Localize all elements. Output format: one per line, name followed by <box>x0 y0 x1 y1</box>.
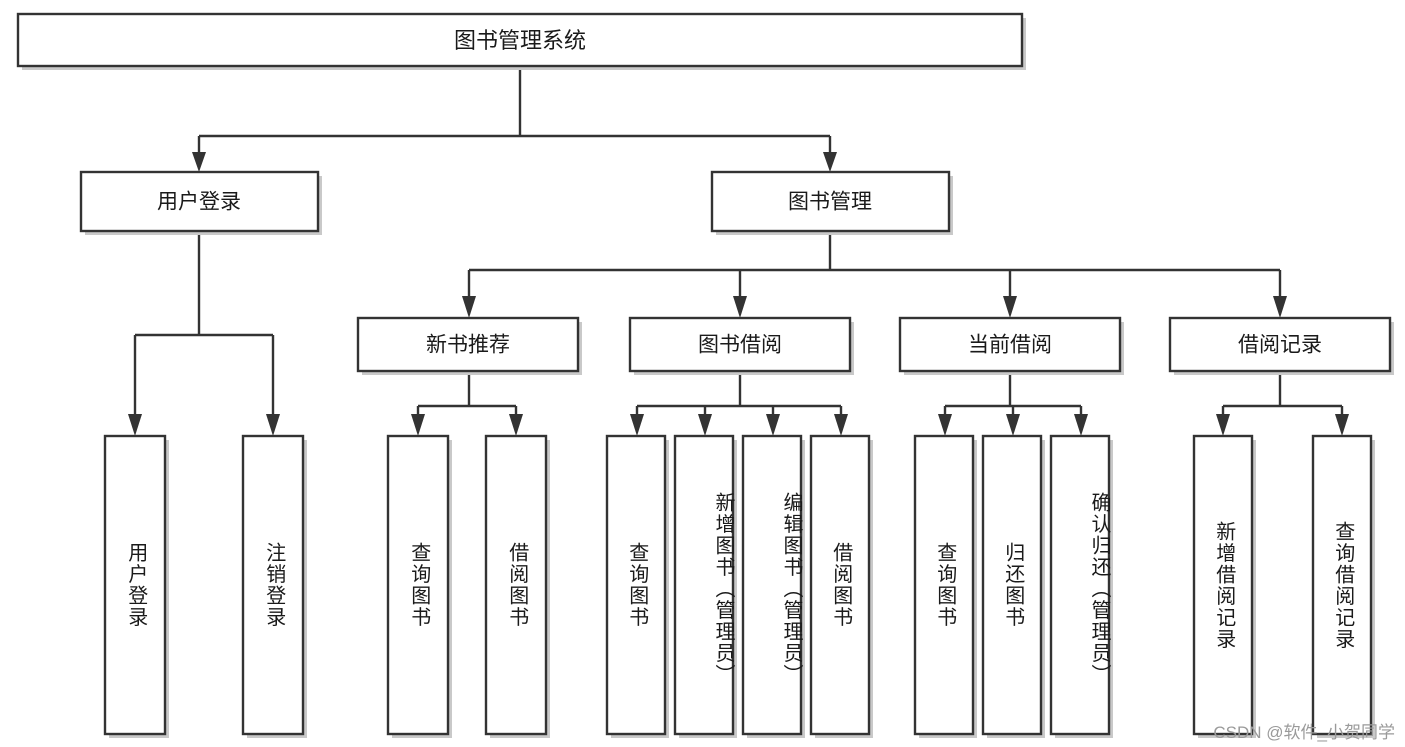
arrow-to-current-borrow <box>1003 296 1017 318</box>
node-layer: 图书管理系统 用户登录 图书管理 新书推荐 图书借阅 当前借阅 借阅记录 <box>16 12 1394 738</box>
arrow-to-user-login <box>192 152 206 172</box>
arrow-to-borrow-records <box>1273 296 1287 318</box>
watermark-text: CSDN @软件_小贺同学 <box>1213 723 1395 742</box>
arrow-leaf-borrow-query <box>630 414 644 436</box>
leaf-node-borrow-add[interactable] <box>673 434 735 736</box>
leaf-node-user-login[interactable] <box>103 434 167 736</box>
leaf-node-records-add[interactable] <box>1192 434 1254 736</box>
leaf-node-borrow-edit[interactable] <box>741 434 803 736</box>
arrow-leaf-newbooks-query <box>411 414 425 436</box>
leaf-node-newbooks-query[interactable] <box>386 434 450 736</box>
node-user-login-label: 用户登录 <box>157 191 241 214</box>
node-book-borrow-box[interactable] <box>628 316 852 373</box>
arrow-leaf-logout <box>266 414 280 436</box>
node-book-mgmt-box[interactable] <box>710 170 951 233</box>
node-book-borrow-label: 图书借阅 <box>698 334 782 357</box>
arrow-leaf-current-confirm <box>1074 414 1088 436</box>
leaf-node-newbooks-borrow[interactable] <box>484 434 548 736</box>
arrow-leaf-borrow-add <box>698 414 712 436</box>
leaf-node-logout[interactable] <box>241 434 305 736</box>
leaf-node-borrow-lend[interactable] <box>809 434 871 736</box>
node-new-books-box[interactable] <box>356 316 580 373</box>
leaf-node-current-confirm[interactable] <box>1049 434 1111 736</box>
arrow-to-book-mgmt <box>823 152 837 172</box>
arrow-leaf-records-query <box>1335 414 1349 436</box>
arrow-leaf-current-return <box>1006 414 1020 436</box>
arrow-to-book-borrow <box>733 296 747 318</box>
node-book-mgmt-label: 图书管理 <box>788 191 872 214</box>
node-root-label: 图书管理系统 <box>454 28 586 53</box>
node-current-borrow-box[interactable] <box>898 316 1122 373</box>
leaf-node-records-query[interactable] <box>1311 434 1373 736</box>
node-current-borrow-label: 当前借阅 <box>968 334 1052 357</box>
arrow-leaf-records-add <box>1216 414 1230 436</box>
node-root-box[interactable] <box>16 12 1024 68</box>
arrow-to-new-books <box>462 296 476 318</box>
leaf-node-current-query[interactable] <box>913 434 975 736</box>
node-borrow-records-label: 借阅记录 <box>1238 334 1322 357</box>
node-borrow-records-box[interactable] <box>1168 316 1392 373</box>
leaf-node-current-return[interactable] <box>981 434 1043 736</box>
arrow-leaf-current-query <box>938 414 952 436</box>
arrow-leaf-borrow-lend <box>834 414 848 436</box>
node-new-books-label: 新书推荐 <box>426 334 510 357</box>
node-user-login-box[interactable] <box>79 170 320 233</box>
leaf-node-borrow-query[interactable] <box>605 434 667 736</box>
arrow-leaf-user-login <box>128 414 142 436</box>
arrow-leaf-borrow-edit <box>766 414 780 436</box>
arrow-leaf-newbooks-borrow <box>509 414 523 436</box>
connector-layer <box>128 66 1349 436</box>
